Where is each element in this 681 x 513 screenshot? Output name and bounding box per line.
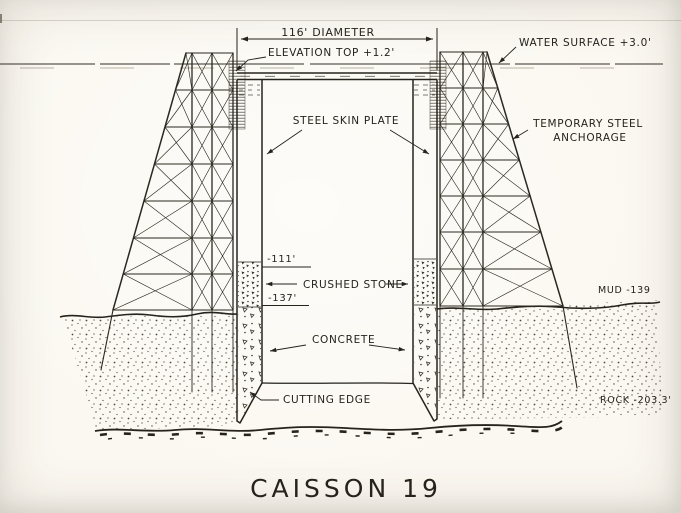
leader-concrete-left bbox=[269, 344, 307, 353]
label-steel-skin-plate: STEEL SKIN PLATE bbox=[293, 115, 399, 127]
drawing-title: CAISSON 19 bbox=[250, 474, 442, 503]
rock-line bbox=[94, 420, 563, 432]
right-wall-concrete bbox=[414, 305, 436, 420]
mud-line-left bbox=[59, 311, 238, 319]
label-temporary-steel: TEMPORARY STEEL bbox=[532, 118, 643, 130]
water-surface-line bbox=[0, 63, 663, 69]
left-wall-crushed-stone bbox=[238, 262, 261, 307]
ground-lines bbox=[59, 301, 661, 440]
label-water-surface: WATER SURFACE +3.0' bbox=[519, 37, 652, 49]
label-level-upper: -111' bbox=[267, 254, 296, 265]
rock-hatch-marks-2 bbox=[107, 432, 529, 440]
label-level-lower: -137' bbox=[268, 293, 297, 304]
leader-skin-plate-right bbox=[389, 129, 430, 155]
rock-hatch-marks bbox=[99, 424, 566, 437]
label-mud: MUD -139 bbox=[598, 285, 651, 296]
left-anchorage-tower bbox=[100, 52, 234, 393]
paper-edge-mark bbox=[0, 14, 2, 23]
label-anchorage: ANCHORAGE bbox=[553, 132, 626, 144]
wall-top-hatching bbox=[239, 84, 435, 96]
label-concrete: CONCRETE bbox=[312, 334, 375, 346]
label-rock: ROCK -203.3' bbox=[600, 395, 672, 406]
caisson-left-wall bbox=[236, 80, 263, 424]
caisson-right-wall bbox=[412, 80, 438, 422]
leader-concrete-right bbox=[368, 344, 406, 352]
mud-soil-texture bbox=[63, 300, 662, 431]
leader-skin-plate-left bbox=[266, 129, 303, 155]
leader-cutting-edge bbox=[249, 391, 279, 401]
leader-lines bbox=[235, 46, 529, 401]
leader-anchorage bbox=[512, 129, 529, 140]
label-crushed-stone: CRUSHED STONE bbox=[303, 279, 403, 291]
leader-water-surface bbox=[498, 46, 517, 64]
label-cutting-edge: CUTTING EDGE bbox=[283, 394, 371, 406]
paper-fold-line bbox=[0, 20, 681, 21]
leader-elevation-top bbox=[235, 56, 267, 72]
caisson-structure bbox=[236, 72, 438, 424]
excavation-bottom-line bbox=[261, 382, 414, 385]
mud-line-right bbox=[436, 301, 661, 311]
right-wall-crushed-stone bbox=[414, 259, 436, 305]
dimension-line-116 bbox=[236, 28, 438, 70]
right-anchorage-tower bbox=[439, 51, 578, 399]
label-diameter: 116' DIAMETER bbox=[281, 26, 375, 39]
label-elevation-top: ELEVATION TOP +1.2' bbox=[268, 47, 395, 59]
